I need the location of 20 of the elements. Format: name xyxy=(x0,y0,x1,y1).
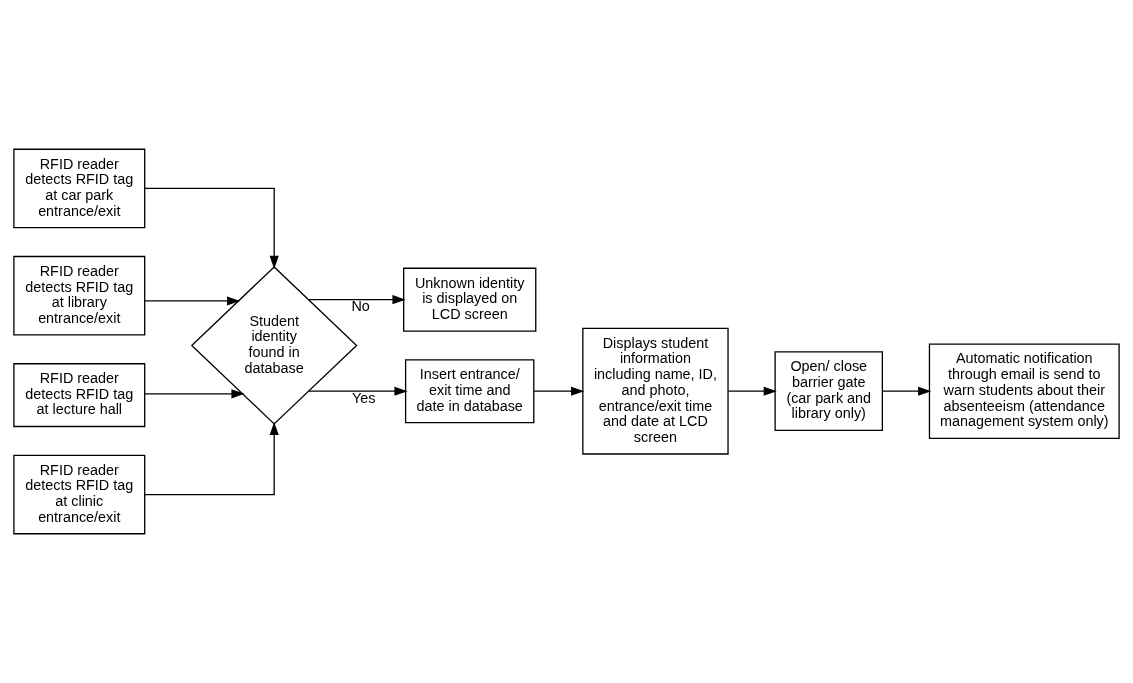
node-box: RFID reader detects RFID tag at lecture hall xyxy=(13,363,146,428)
edge-label: Yes xyxy=(351,389,376,406)
edge-label: No xyxy=(351,298,370,315)
arrow xyxy=(533,386,585,396)
arrow xyxy=(727,386,777,396)
arrow xyxy=(308,386,408,396)
arrow xyxy=(144,421,279,496)
node-box: RFID reader detects RFID tag at library entrance/exit xyxy=(13,255,146,336)
node-box: Insert entrance/ exit time and date in database xyxy=(404,359,535,424)
node-box: Displays student information including name, ID, and photo, entrance/exit time and date at LCD screen xyxy=(582,327,729,455)
node-box: RFID reader detects RFID tag at car park entrance/exit xyxy=(13,148,146,229)
arrow xyxy=(144,389,245,399)
node-box: Open/ close barrier gate (car park and library only) xyxy=(774,351,884,432)
node-box: Automatic notification through email is send to warn students about their absenteeism (attendance management system only) xyxy=(928,343,1120,439)
arrow xyxy=(144,187,279,269)
arrow xyxy=(882,386,932,396)
arrow xyxy=(144,296,241,306)
arrow xyxy=(308,295,406,305)
node-box: Unknown identity is displayed on LCD screen xyxy=(403,267,537,332)
node-box: RFID reader detects RFID tag at clinic entrance/exit xyxy=(13,454,146,535)
